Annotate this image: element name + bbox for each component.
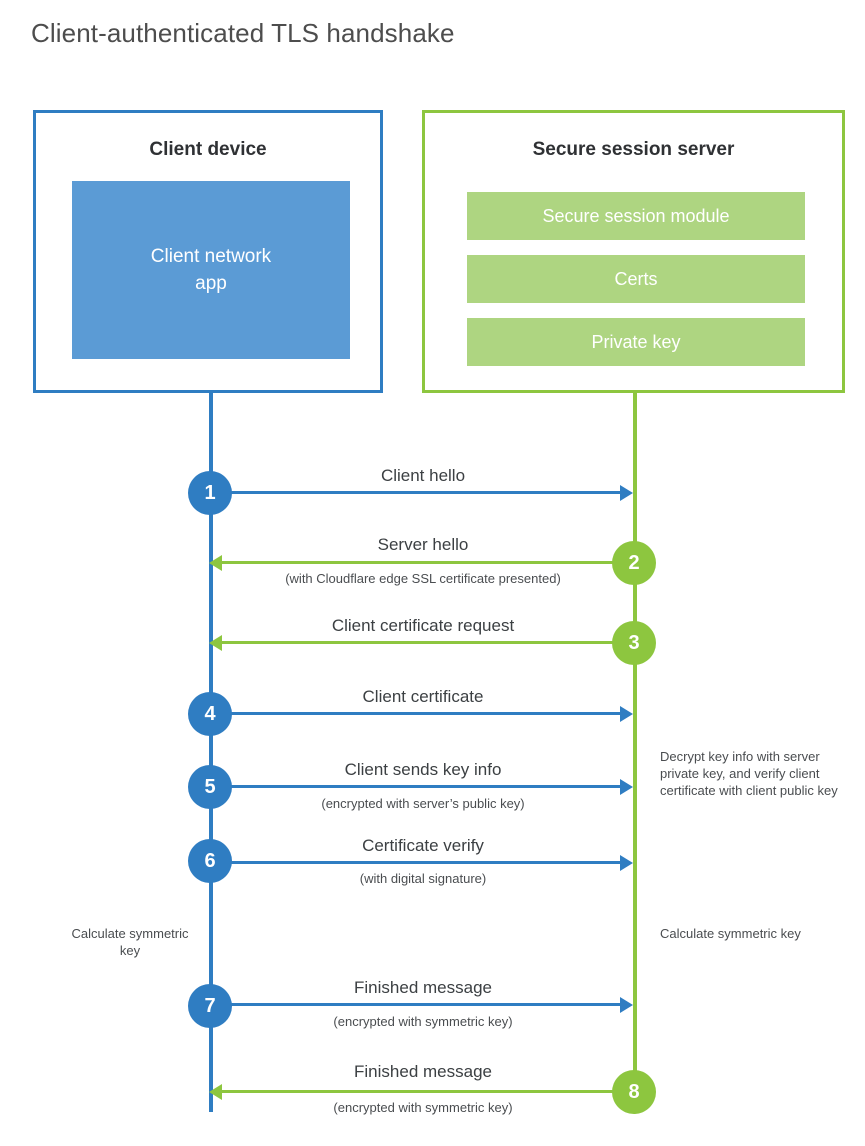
step-6-arrow-line bbox=[211, 861, 621, 864]
step-5-sublabel: (encrypted with server’s public key) bbox=[321, 796, 525, 811]
secure-session-server-title: Secure session server bbox=[532, 139, 735, 160]
step-3-circle[interactable]: 3 bbox=[612, 621, 656, 665]
step-2-circle[interactable]: 2 bbox=[612, 541, 656, 585]
client-device-title: Client device bbox=[149, 139, 267, 160]
step-5-arrow-line bbox=[211, 785, 621, 788]
step-1-circle[interactable]: 1 bbox=[188, 471, 232, 515]
page-title: Client-authenticated TLS handshake bbox=[31, 18, 455, 48]
step-7-circle[interactable]: 7 bbox=[188, 984, 232, 1028]
step-7-sublabel: (encrypted with symmetric key) bbox=[333, 1014, 513, 1029]
step-8-sublabel: (encrypted with symmetric key) bbox=[333, 1100, 513, 1115]
step-8-arrow-head bbox=[209, 1084, 222, 1100]
step-8-label: Finished message bbox=[354, 1062, 492, 1081]
step-2-arrow-head bbox=[209, 555, 222, 571]
step-3-arrow-line bbox=[222, 641, 633, 644]
server-component-private-key: Private key bbox=[467, 318, 805, 366]
step-4-label: Client certificate bbox=[362, 687, 484, 706]
step-6-arrow-head bbox=[620, 855, 633, 871]
client-calculate-note: Calculate symmetric key bbox=[71, 926, 189, 958]
step-3-label: Client certificate request bbox=[331, 616, 515, 635]
step-6-sublabel: (with digital signature) bbox=[359, 871, 487, 886]
step-7-arrow-head bbox=[620, 997, 633, 1013]
step-6-label: Certificate verify bbox=[362, 836, 484, 855]
step-2-sublabel: (with Cloudflare edge SSL certificate pr… bbox=[285, 571, 561, 586]
step-8-circle[interactable]: 8 bbox=[612, 1070, 656, 1114]
secure-session-server-box: Secure session server Secure session mod… bbox=[422, 110, 845, 393]
step-4-arrow-head bbox=[620, 706, 633, 722]
step-6-circle[interactable]: 6 bbox=[188, 839, 232, 883]
step-5-circle[interactable]: 5 bbox=[188, 765, 232, 809]
step-5-label: Client sends key info bbox=[344, 760, 502, 779]
step-1-arrow-head bbox=[620, 485, 633, 501]
step-4-arrow-line bbox=[211, 712, 621, 715]
step-1-label: Client hello bbox=[380, 466, 466, 485]
step-2-label: Server hello bbox=[377, 535, 469, 554]
step-3-arrow-head bbox=[209, 635, 222, 651]
step-5-arrow-head bbox=[620, 779, 633, 795]
step-7-arrow-line bbox=[211, 1003, 621, 1006]
step-4-circle[interactable]: 4 bbox=[188, 692, 232, 736]
step-7-label: Finished message bbox=[354, 978, 492, 997]
server-lifeline bbox=[633, 393, 637, 1093]
server-component-certs: Certs bbox=[467, 255, 805, 303]
client-lifeline bbox=[209, 393, 213, 1112]
step-1-arrow-line bbox=[211, 491, 621, 494]
step-8-arrow-line bbox=[222, 1090, 633, 1093]
server-component-secure-session-module: Secure session module bbox=[467, 192, 805, 240]
step-2-arrow-line bbox=[222, 561, 633, 564]
server-calculate-note: Calculate symmetric key bbox=[660, 926, 801, 941]
server-decrypt-note: Decrypt key info with server private key… bbox=[660, 749, 838, 798]
